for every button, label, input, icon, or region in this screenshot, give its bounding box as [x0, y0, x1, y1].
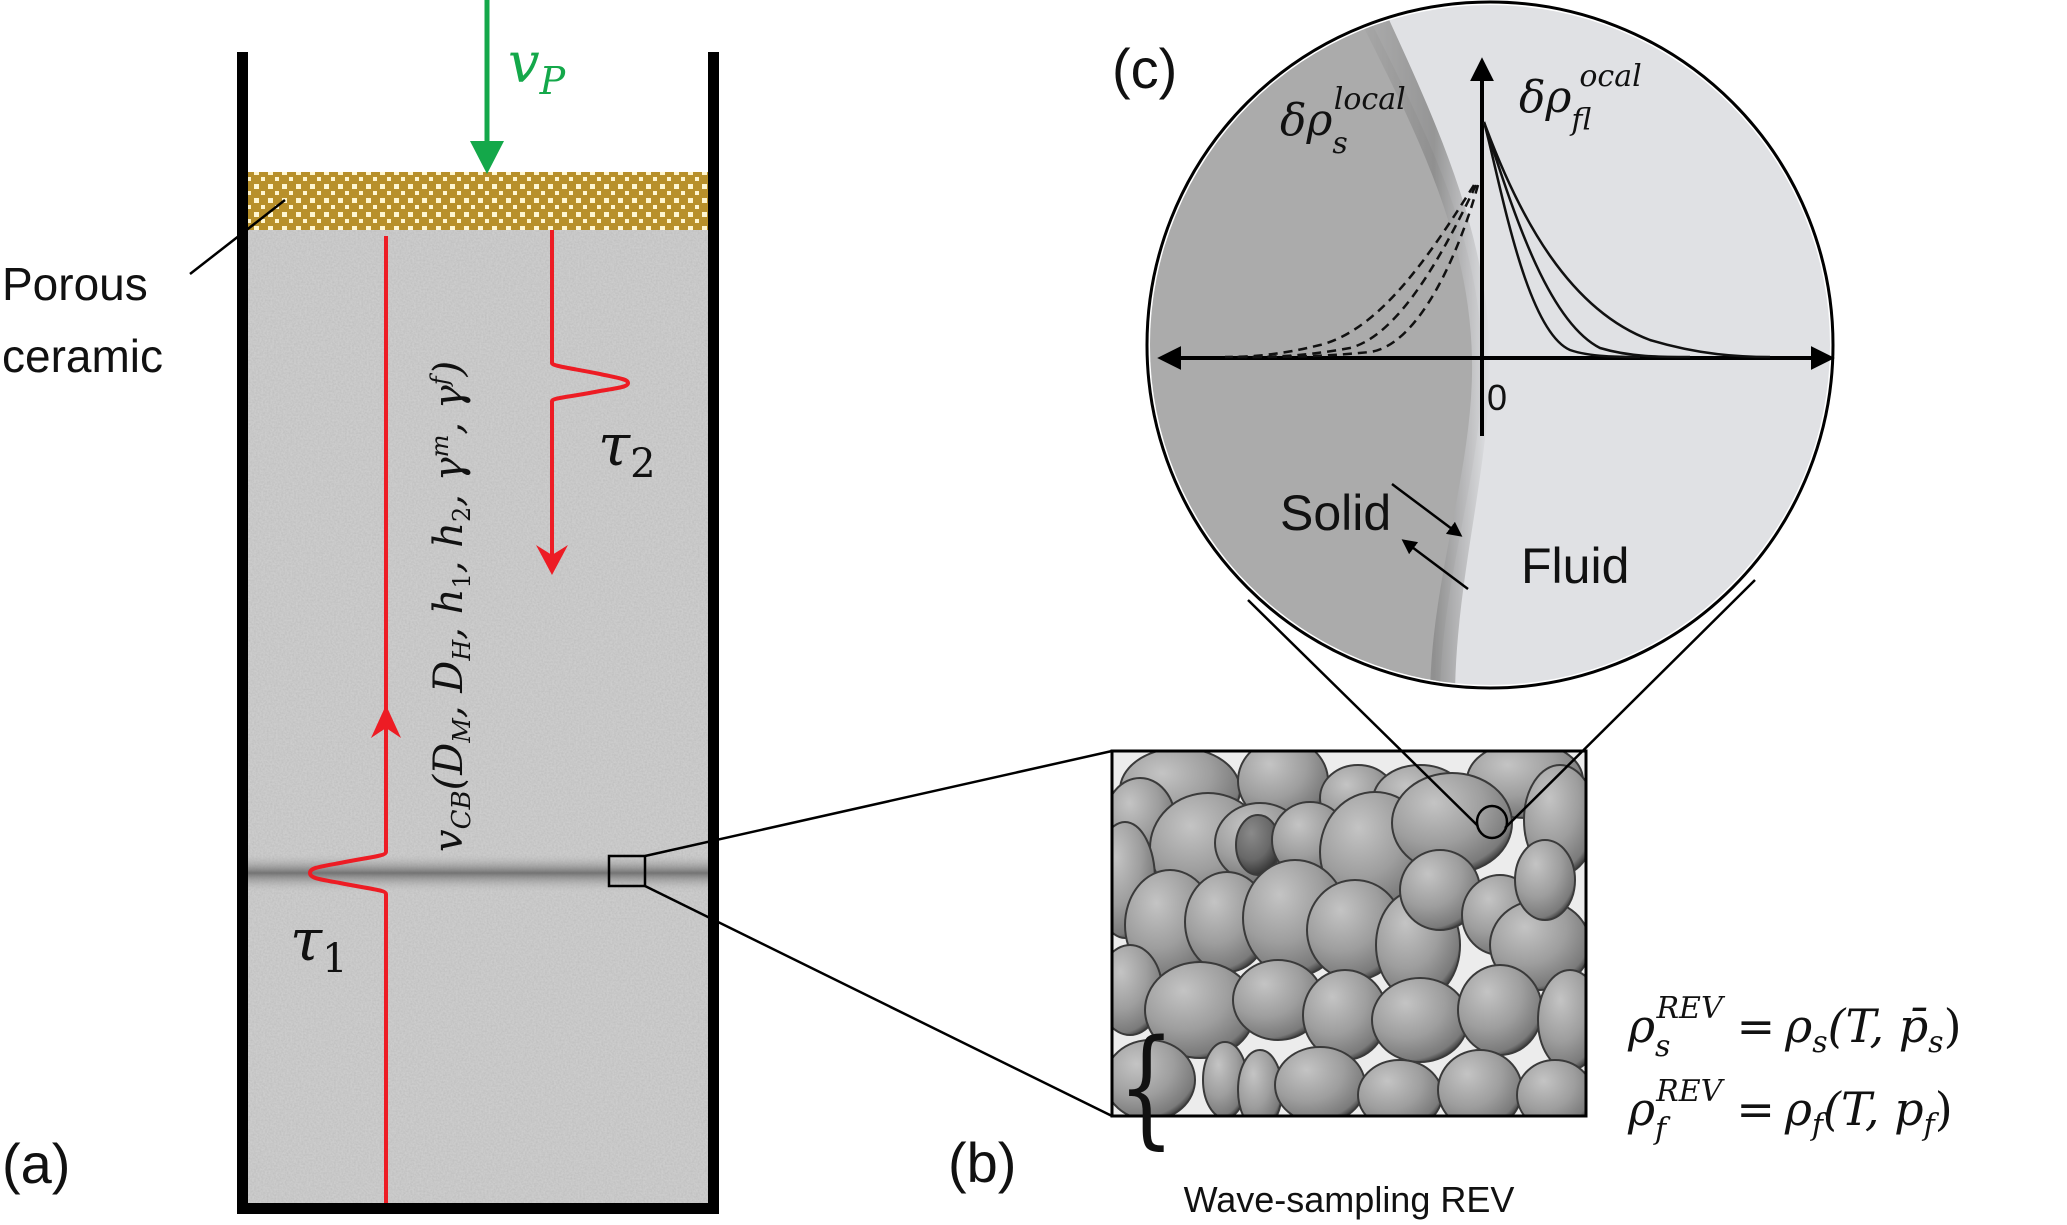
- zoom-line-right: [1504, 579, 1756, 829]
- fluid-density-curves: [1482, 121, 1771, 359]
- zoom-line-left: [1247, 599, 1479, 827]
- panel-c-label: (c): [1112, 37, 1177, 100]
- panel-a-label: (a): [2, 1132, 70, 1195]
- rev-caption: Wave-sampling REV: [1184, 1179, 1515, 1220]
- equation-solid: ρsREV=ρs(T, p̄s): [1627, 991, 1962, 1064]
- panel-c: 0 δρslocal δρflocal Solid Fluid (c): [1112, 0, 1835, 690]
- rev-density-equations: { ρsREV=ρs(T, p̄s) ρfREV=ρf(T, pf): [1118, 991, 1962, 1162]
- fluid-curve-3: [1482, 121, 1771, 359]
- origin-label: 0: [1487, 377, 1507, 418]
- solid-density-curves: [1224, 184, 1480, 359]
- porous-ceramic-label-line1: Porous: [2, 258, 148, 310]
- porous-ceramic-label-line2: ceramic: [2, 330, 163, 382]
- container-right-wall: [708, 52, 719, 1212]
- rev-frame: [1110, 749, 1588, 1118]
- solid-curve-3: [1224, 184, 1476, 359]
- equation-brace: {: [1118, 1013, 1175, 1162]
- rev-marker-square: [607, 854, 647, 888]
- container-bottom-wall: [237, 1203, 719, 1214]
- fluid-region-label: Fluid: [1521, 538, 1629, 594]
- pulse-tau1-label: τ1: [290, 906, 348, 982]
- solid-density-label: δρslocal: [1280, 82, 1406, 161]
- solid-curve-2: [1234, 184, 1478, 359]
- rev-grains: [1112, 751, 1586, 1116]
- fluid-curve-2: [1482, 121, 1691, 359]
- panel-a: vP Porous ceramic τ1 τ2 vCB(DM, DH, h1, …: [2, 0, 719, 1214]
- fluid-to-solid-arrow: [1401, 539, 1469, 590]
- zoom-line-bottom: [644, 884, 1113, 1118]
- porous-ceramic-leader: [189, 199, 286, 275]
- signal-path-1: [307, 236, 388, 1203]
- container-left-wall: [237, 52, 248, 1212]
- panel-b: (b) Wave-sampling REV { ρsREV=ρs(T, p̄s)…: [948, 749, 1962, 1220]
- fluid-density-label: δρflocal: [1519, 59, 1642, 138]
- svg-text:vCB(DM, DH, h1, h2, γm, γf): vCB(DM, DH, h1, h2, γm, γf): [426, 361, 477, 852]
- inflow-velocity-label: vP: [508, 31, 567, 103]
- cb-velocity-expression: vCB(DM, DH, h1, h2, γm, γf): [426, 361, 477, 852]
- solid-to-fluid-arrow: [1391, 483, 1463, 537]
- pulse-tau2-label: τ2: [598, 411, 656, 487]
- signal-1-arrow-head: [371, 705, 401, 738]
- zoom-line-top: [644, 749, 1113, 858]
- fluid-curve-1: [1482, 121, 1641, 359]
- signal-2-arrow-head: [536, 545, 568, 575]
- solid-region-label: Solid: [1280, 485, 1391, 541]
- panel-b-label: (b): [948, 1131, 1016, 1194]
- signal-path-2: [550, 230, 631, 560]
- porous-ceramic: [248, 172, 708, 230]
- interface-marker-circle: [1475, 804, 1509, 840]
- equation-fluid: ρfREV=ρf(T, pf): [1627, 1074, 1953, 1147]
- inflow-arrow-head: [470, 141, 504, 174]
